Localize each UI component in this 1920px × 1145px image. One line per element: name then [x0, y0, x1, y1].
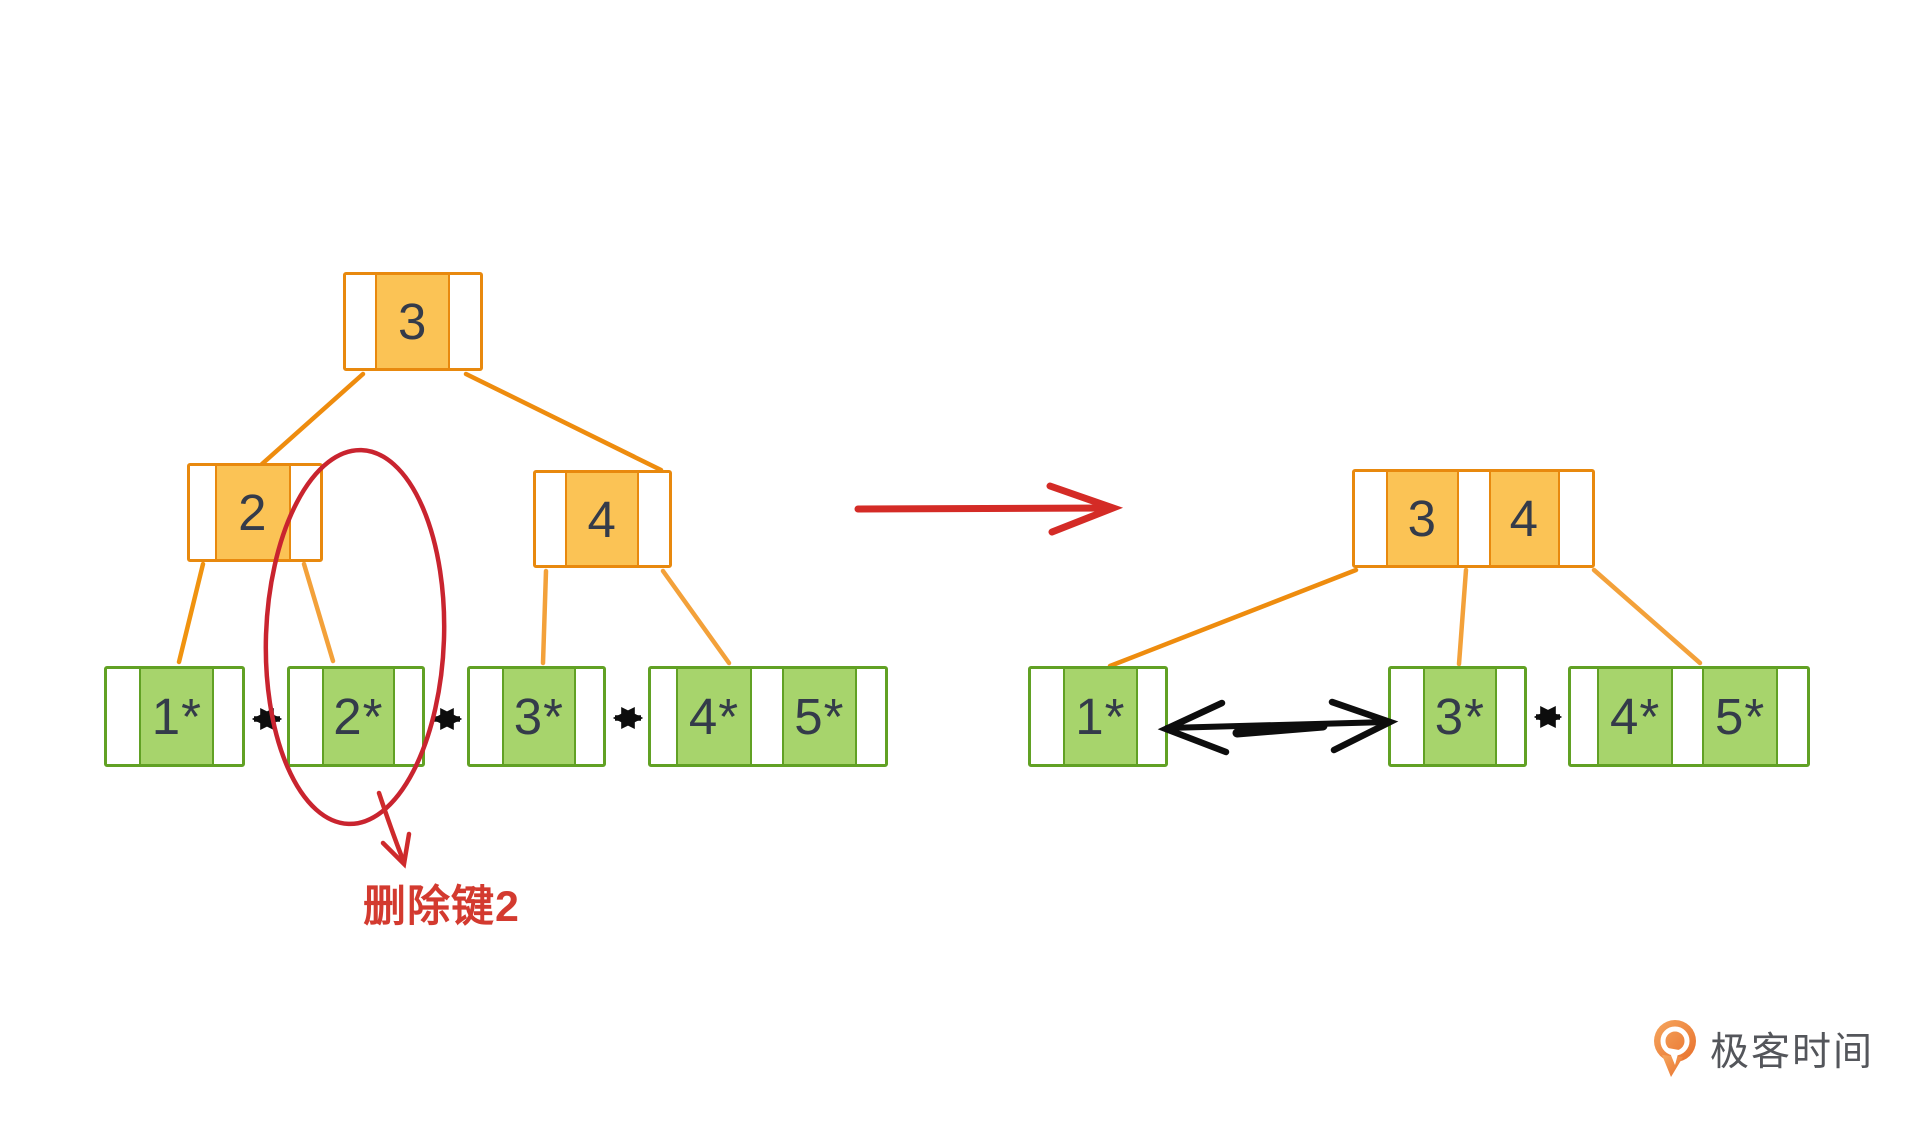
right-root-to-leaf3-line: [1456, 567, 1469, 667]
node4-to-leaf3-line: [540, 568, 549, 666]
right-leaf-node-3: 3*: [1388, 666, 1527, 767]
pointer-cell: [212, 669, 242, 764]
key-cell: 1*: [139, 669, 213, 764]
node4-to-leaf45-line: [660, 568, 732, 666]
left-root-to-node4-line: [463, 371, 664, 473]
key-cell: 3: [375, 275, 448, 368]
pointer-cell: [1135, 669, 1165, 764]
leaf-link-arrows: [251, 706, 1563, 730]
key-cell: 4: [565, 473, 638, 565]
pointer-cell: [392, 669, 422, 764]
transform-arrow-icon: [854, 482, 1124, 536]
key-cell: 3: [1385, 472, 1457, 565]
left-internal-node-4: 4: [533, 470, 672, 568]
right-root-to-leaf45-line: [1591, 567, 1703, 666]
key-cell: 2: [214, 466, 289, 559]
right-root-node: 3 4: [1352, 469, 1595, 568]
node2-to-leaf1-line: [176, 561, 206, 665]
left-leaf-node-45: 4* 5*: [648, 666, 888, 767]
pointer-cell: [1671, 669, 1702, 764]
key-cell: 5*: [1701, 669, 1777, 764]
annotation-arrow-icon: [376, 790, 412, 869]
pointer-cell: [854, 669, 885, 764]
long-double-arrow-icon: [1157, 698, 1399, 756]
left-leaf-node-1: 1*: [104, 666, 245, 767]
key-cell: 1*: [1063, 669, 1136, 764]
pointer-cell: [1557, 472, 1592, 565]
key-cell: 3*: [501, 669, 574, 764]
key-cell: 5*: [782, 669, 855, 764]
key-cell: 4*: [1596, 669, 1672, 764]
right-leaf-node-1: 1*: [1028, 666, 1168, 767]
pointer-cell: [1494, 669, 1524, 764]
delete-key-label: 删除键2: [363, 883, 520, 931]
pointer-cell: [637, 473, 669, 565]
pointer-cell: [573, 669, 603, 764]
brand-name: 极客时间: [1710, 1031, 1875, 1074]
left-internal-node-2: 2: [187, 463, 323, 562]
left-root-to-node2-line: [259, 371, 366, 467]
pointer-cell: [1776, 669, 1807, 764]
left-root-node: 3: [343, 272, 483, 371]
node2-to-leaf2-line: [301, 561, 336, 664]
key-cell: 4: [1488, 472, 1558, 565]
key-cell: 3*: [1422, 669, 1495, 764]
brand-logo: 极客时间: [1650, 1018, 1874, 1080]
pointer-cell: [447, 275, 480, 368]
key-cell: 4*: [675, 669, 751, 764]
key-cell: 2*: [321, 669, 393, 764]
left-leaf-node-2: 2*: [287, 666, 425, 767]
pointer-cell: [750, 669, 782, 764]
geektime-logo-icon: [1654, 1020, 1696, 1077]
right-root-to-leaf1-line: [1107, 567, 1359, 669]
pointer-cell: [1456, 472, 1489, 565]
delete-highlight-ellipse: [263, 447, 447, 827]
left-leaf-node-3: 3*: [467, 666, 606, 767]
right-leaf-node-45: 4* 5*: [1568, 666, 1810, 767]
